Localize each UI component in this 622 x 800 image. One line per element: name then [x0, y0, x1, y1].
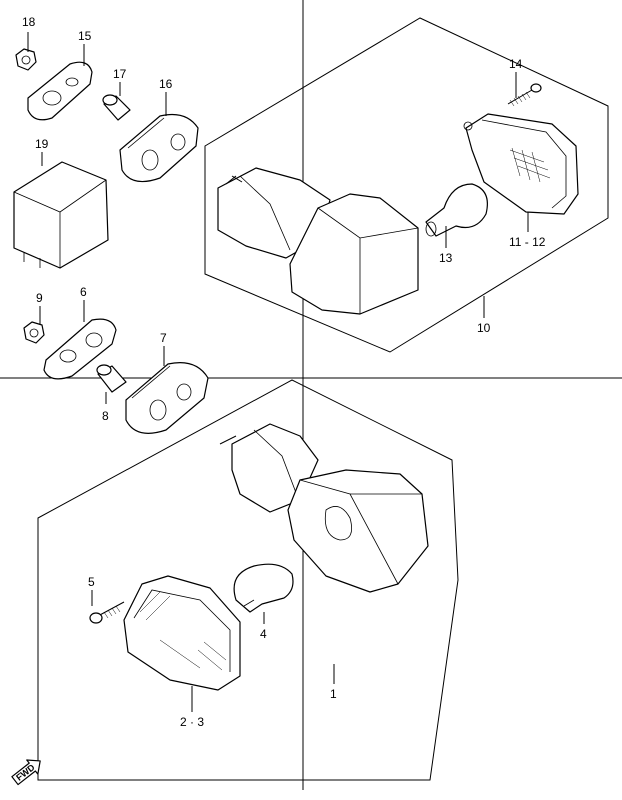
callout-19: 19	[35, 137, 49, 151]
spacer-17	[102, 94, 131, 121]
lens-11-12	[463, 113, 579, 215]
lens-2-3	[123, 575, 241, 691]
spacer-8	[96, 364, 127, 393]
assembly-outline-10	[204, 17, 609, 353]
callout-14: 14	[509, 57, 523, 71]
callout-9: 9	[36, 291, 43, 305]
callout-11-12: 11 - 12	[509, 235, 546, 249]
screw-14	[507, 83, 542, 107]
callout-16: 16	[159, 77, 173, 91]
gasket-6	[43, 318, 117, 380]
callout-15: 15	[78, 29, 92, 43]
callout-1: 1	[330, 687, 337, 701]
cushion-7	[125, 362, 209, 434]
nut-9	[23, 321, 45, 344]
assembly-outline-1	[37, 379, 459, 781]
callout-4: 4	[260, 627, 267, 641]
turn-signal-housing-1	[219, 423, 429, 593]
callout-13: 13	[439, 251, 453, 265]
callout-10: 10	[477, 321, 491, 335]
callouts: 18 15 17 16 19 9 6 7 8 14 13 11 - 12 10 …	[22, 15, 546, 729]
bulb-13	[425, 183, 488, 237]
callout-2-3: 2 · 3	[180, 715, 204, 729]
callout-7: 7	[160, 331, 167, 345]
fwd-arrow-icon: FWD	[11, 759, 41, 786]
callout-6: 6	[80, 285, 87, 299]
nut-18	[15, 48, 37, 71]
bulb-4	[233, 563, 294, 613]
gasket-15	[27, 61, 93, 121]
callout-17: 17	[113, 67, 127, 81]
callout-18: 18	[22, 15, 36, 29]
leader-lines	[27, 32, 529, 712]
screw-5	[89, 601, 125, 624]
cushion-16	[119, 113, 199, 183]
callout-5: 5	[88, 575, 95, 589]
callout-8: 8	[102, 409, 109, 423]
relay-19	[13, 161, 109, 269]
turn-signal-housing-10	[217, 167, 419, 315]
